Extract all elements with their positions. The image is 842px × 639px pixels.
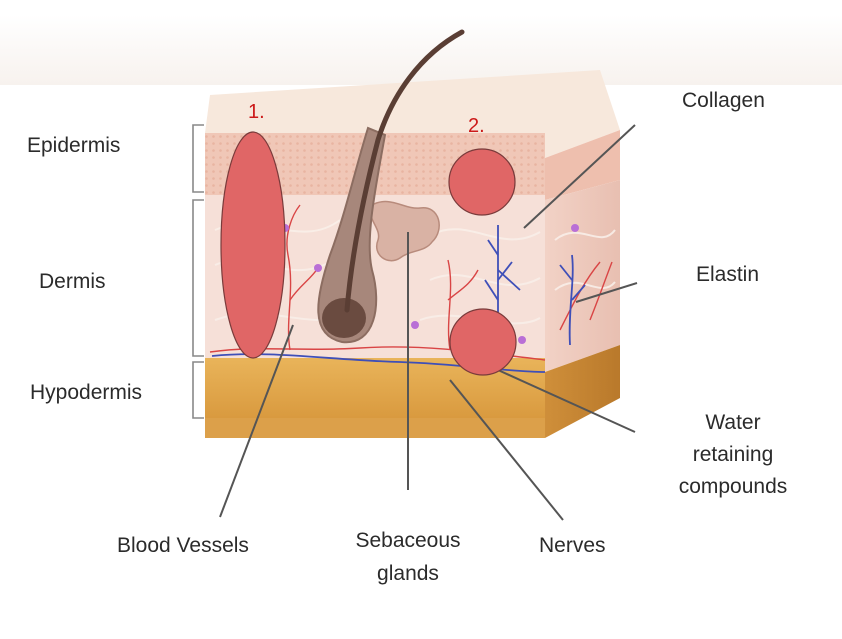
background-haze bbox=[0, 15, 842, 85]
nerve-network bbox=[211, 225, 586, 373]
label-water-line-3: compounds bbox=[679, 475, 788, 498]
hair-bulb bbox=[322, 298, 366, 338]
label-elastin: Elastin bbox=[696, 263, 759, 286]
hypodermis-side bbox=[545, 345, 620, 438]
leader-lines bbox=[219, 124, 638, 521]
label-blood-vessels: Blood Vessels bbox=[117, 534, 249, 557]
sebaceous-gland bbox=[369, 200, 440, 262]
marker-2-label: 2. bbox=[468, 115, 485, 137]
dermis-side bbox=[545, 180, 620, 372]
marker-2-circle-upper bbox=[448, 148, 516, 216]
marker-2-circle-lower bbox=[449, 308, 517, 376]
label-water-line-2: retaining bbox=[693, 443, 774, 466]
label-sebaceous-line-1: Sebaceous bbox=[355, 529, 460, 552]
layer-brackets bbox=[192, 124, 204, 419]
hair-shaft bbox=[344, 29, 465, 313]
label-nerves: Nerves bbox=[539, 534, 606, 557]
hypodermis-bottom bbox=[205, 418, 545, 438]
marker-1-label: 1. bbox=[248, 101, 265, 123]
epidermis-side bbox=[545, 130, 620, 200]
label-epidermis: Epidermis bbox=[27, 134, 120, 157]
marker-1-ellipse bbox=[220, 131, 286, 359]
label-hypodermis: Hypodermis bbox=[30, 381, 142, 404]
label-sebaceous-line-2: glands bbox=[377, 562, 439, 585]
label-collagen: Collagen bbox=[682, 89, 765, 112]
label-water-line-1: Water bbox=[705, 411, 760, 434]
label-dermis: Dermis bbox=[39, 270, 106, 293]
